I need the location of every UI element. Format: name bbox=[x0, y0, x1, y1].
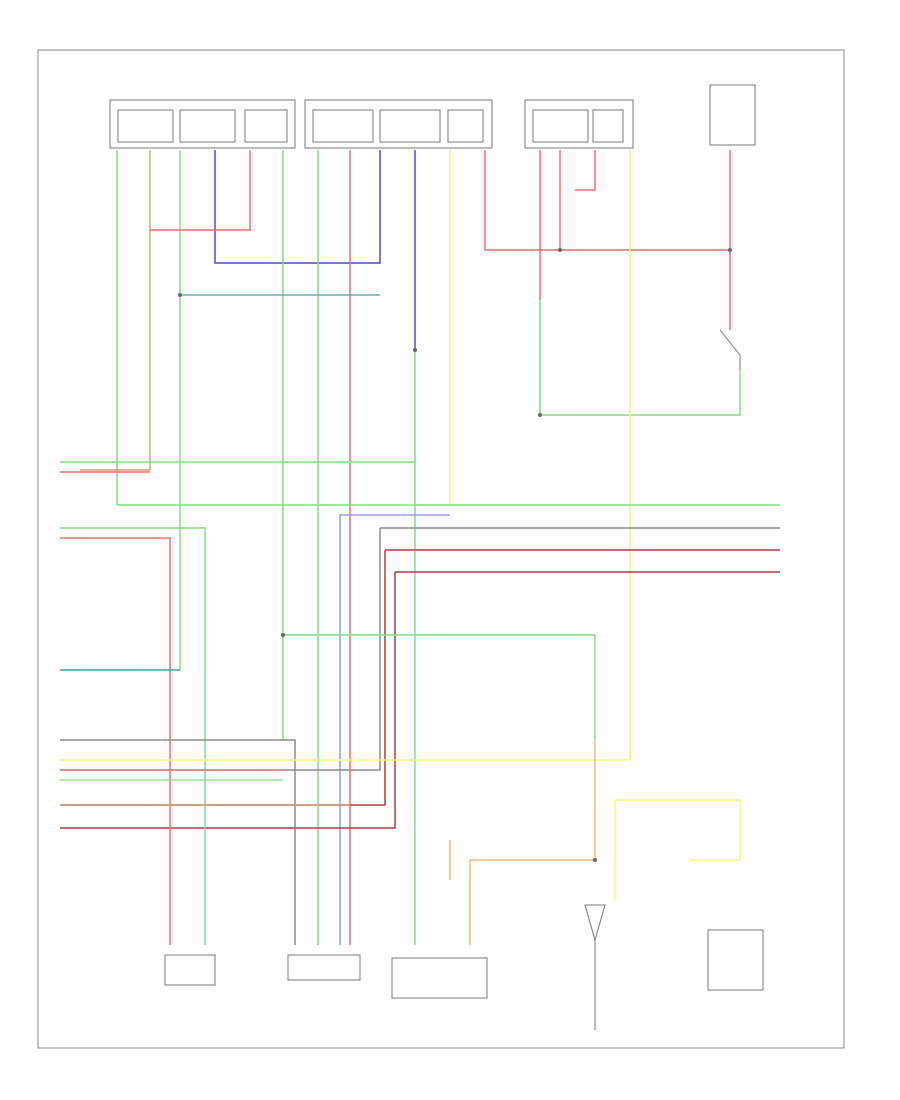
splice-point bbox=[413, 348, 417, 352]
component-diode bbox=[584, 904, 606, 942]
wire-red-left-2 bbox=[60, 537, 171, 945]
wire-red-8 bbox=[575, 150, 596, 191]
relay-switch bbox=[719, 329, 741, 370]
wire-red-1 bbox=[150, 150, 251, 231]
splice-point bbox=[178, 293, 182, 297]
wire-gray-2 bbox=[60, 528, 381, 771]
component-center-left bbox=[287, 954, 361, 981]
wire-lightblue-1 bbox=[339, 514, 450, 945]
wire-red-6 bbox=[560, 150, 731, 251]
wire-orange-2 bbox=[469, 859, 595, 945]
splice-point bbox=[728, 248, 732, 252]
component-left bbox=[164, 954, 216, 986]
wire-darkred-3 bbox=[60, 572, 396, 829]
component-center bbox=[391, 957, 488, 999]
fuse-box bbox=[709, 84, 756, 146]
wire-tan-1 bbox=[80, 150, 151, 471]
splice-point bbox=[593, 858, 597, 862]
wire-green-left-2 bbox=[60, 527, 206, 945]
wire-red-3 bbox=[484, 150, 560, 251]
wire-darkred-2 bbox=[60, 550, 386, 806]
seat-switch-right bbox=[524, 99, 634, 149]
splice-point bbox=[281, 633, 285, 637]
wire-yellow-3 bbox=[614, 799, 741, 900]
wire-gray-left bbox=[60, 739, 296, 945]
wire-green-6 bbox=[539, 300, 741, 416]
component-right bbox=[707, 929, 764, 991]
seat-switch-center bbox=[304, 99, 493, 149]
splice-point bbox=[558, 248, 562, 252]
seat-switch-left bbox=[109, 99, 296, 149]
wire-blue-1 bbox=[214, 150, 381, 264]
wire-green-7 bbox=[283, 634, 596, 740]
splice-point bbox=[538, 413, 542, 417]
diagram-frame bbox=[37, 49, 845, 1049]
